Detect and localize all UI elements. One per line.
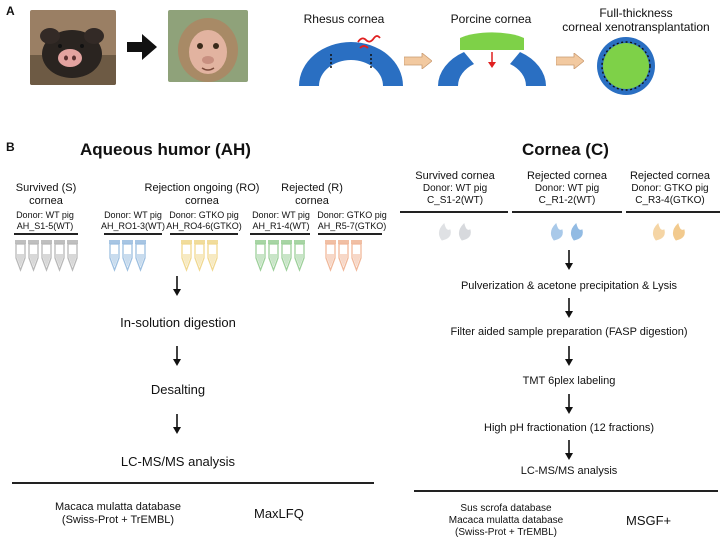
down-arrow-icon — [172, 276, 182, 296]
cornea-step-fractionation: High pH fractionation (12 fractions) — [484, 422, 654, 434]
ah-step-digestion: In-solution digestion — [120, 315, 236, 330]
xenotransplant-label: Full-thickness corneal xenotransplantati… — [562, 6, 710, 35]
rhesus-cornea-diagram — [299, 35, 403, 86]
ah-database: Macaca mulatta database (Swiss-Prot + Tr… — [55, 501, 181, 527]
cornea-piece-icon — [550, 223, 563, 241]
tube-icon — [281, 240, 292, 272]
ah-tubes-svg — [15, 240, 362, 272]
tube-icon — [255, 240, 266, 272]
down-arrow-icon — [564, 440, 574, 460]
ah-sample-r-wt-underline — [250, 233, 310, 235]
cornea-group-rejected-gtko-underline — [626, 211, 720, 213]
cornea-pieces-svg — [438, 223, 685, 241]
pig-photo — [30, 10, 116, 85]
ah-sample-ro-gtko: Donor: GTKO pig AH_RO4-6(GTKO) — [166, 210, 242, 231]
ah-sample-ro-wt: Donor: WT pig AH_RO1-3(WT) — [100, 210, 165, 231]
process-arrow-icon — [556, 53, 584, 69]
cornea-group-survived-underline — [400, 211, 508, 213]
ah-sample-s-underline — [14, 233, 78, 235]
panel-a-letter: A — [6, 4, 15, 18]
cornea-step-fasp: Filter aided sample preparation (FASP di… — [450, 326, 688, 338]
cornea-sample-row — [0, 220, 722, 244]
cornea-group-rejected-gtko: Rejected cornea Donor: GTKO pig C_R3-4(G… — [629, 170, 711, 207]
cornea-group-rejected-wt: Rejected cornea Donor: WT pig C_R1-2(WT) — [526, 170, 608, 207]
tube-icon — [41, 240, 52, 272]
ah-tube-rack — [0, 238, 400, 274]
porcine-cornea-label: Porcine cornea — [450, 12, 532, 26]
cornea-divider — [414, 490, 718, 492]
tube-icon — [67, 240, 78, 272]
tube-icon — [122, 240, 133, 272]
ah-sample-ro-wt-underline — [104, 233, 162, 235]
tube-icon — [181, 240, 192, 272]
tube-icon — [109, 240, 120, 272]
down-arrow-icon — [564, 298, 574, 318]
ah-group-survived: Survived (S) cornea — [15, 182, 77, 208]
porcine-cornea-diagram — [438, 32, 546, 86]
cornea-piece-icon — [672, 223, 685, 241]
down-arrow-icon — [564, 394, 574, 414]
ah-title: Aqueous humor (AH) — [80, 140, 251, 159]
tube-icon — [194, 240, 205, 272]
tube-icon — [135, 240, 146, 272]
cornea-piece-icon — [652, 223, 665, 241]
cornea-piece-icon — [458, 223, 471, 241]
panel-b-letter: B — [6, 140, 15, 154]
cornea-step-pulverization: Pulverization & acetone precipitation & … — [460, 280, 678, 292]
down-arrow-icon — [564, 346, 574, 366]
ah-group-rejection-ongoing: Rejection ongoing (RO) cornea — [144, 182, 260, 208]
tube-icon — [207, 240, 218, 272]
process-arrow-icon — [404, 53, 432, 69]
down-arrow-icon — [172, 414, 182, 434]
cornea-database: Sus scrofa database Macaca mulatta datab… — [448, 503, 564, 538]
tube-icon — [338, 240, 349, 272]
monkey-photo — [168, 10, 248, 82]
cornea-step-lcms: LC-MS/MS analysis — [520, 465, 618, 477]
cornea-step-tmt: TMT 6plex labeling — [522, 375, 616, 387]
down-arrow-icon — [172, 346, 182, 366]
ah-sample-ro-gtko-underline — [170, 233, 238, 235]
tube-icon — [54, 240, 65, 272]
tube-icon — [325, 240, 336, 272]
ah-sample-r-wt: Donor: WT pig AH_R1-4(WT) — [252, 210, 310, 231]
cornea-piece-icon — [438, 223, 451, 241]
cornea-group-rejected-wt-underline — [512, 211, 622, 213]
down-arrow-icon — [564, 250, 574, 270]
tube-icon — [28, 240, 39, 272]
ah-sample-s: Donor: WT pig AH_S1-5(WT) — [16, 210, 74, 231]
ah-step-desalting: Desalting — [150, 382, 206, 397]
cornea-software: MSGF+ — [626, 513, 672, 528]
ah-software: MaxLFQ — [254, 506, 304, 521]
tube-icon — [294, 240, 305, 272]
ah-sample-r-gtko: Donor: GTKO pig AH_R5-7(GTKO) — [317, 210, 387, 231]
black-arrow-icon — [127, 34, 157, 60]
tube-icon — [15, 240, 26, 272]
cornea-group-survived: Survived cornea Donor: WT pig C_S1-2(WT) — [415, 170, 495, 207]
rhesus-cornea-label: Rhesus cornea — [303, 12, 385, 26]
ah-sample-r-gtko-underline — [318, 233, 382, 235]
cornea-title: Cornea (C) — [522, 140, 609, 159]
tube-icon — [351, 240, 362, 272]
tube-icon — [268, 240, 279, 272]
cornea-piece-icon — [570, 223, 583, 241]
ah-divider — [12, 482, 374, 484]
ah-group-rejected: Rejected (R) cornea — [281, 182, 343, 208]
grafted-cornea-diagram — [597, 37, 655, 95]
ah-step-lcms: LC-MS/MS analysis — [120, 454, 236, 469]
